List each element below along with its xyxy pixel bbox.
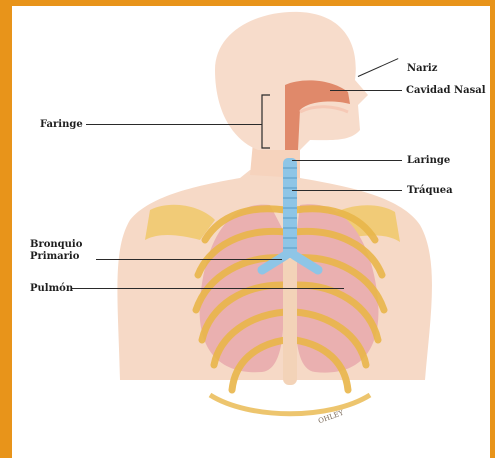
label-cavidad-nasal: Cavidad Nasal (406, 85, 486, 96)
label-bronquio: Bronquio (30, 239, 82, 250)
laringe-leader (292, 160, 402, 161)
lower-ribs (210, 395, 370, 414)
bronquio-leader (96, 259, 282, 260)
label-laringe: Laringe (407, 155, 450, 166)
faringe-leader (86, 124, 262, 125)
label-nariz: Nariz (407, 63, 437, 74)
traquea-leader (292, 190, 402, 191)
pulmon-leader (72, 288, 344, 289)
label-pulmon: Pulmón (30, 283, 73, 294)
cavidad-nasal-leader (330, 90, 402, 91)
label-primario: Primario (30, 251, 79, 262)
label-faringe: Faringe (40, 119, 83, 130)
label-traquea: Tráquea (407, 185, 453, 196)
